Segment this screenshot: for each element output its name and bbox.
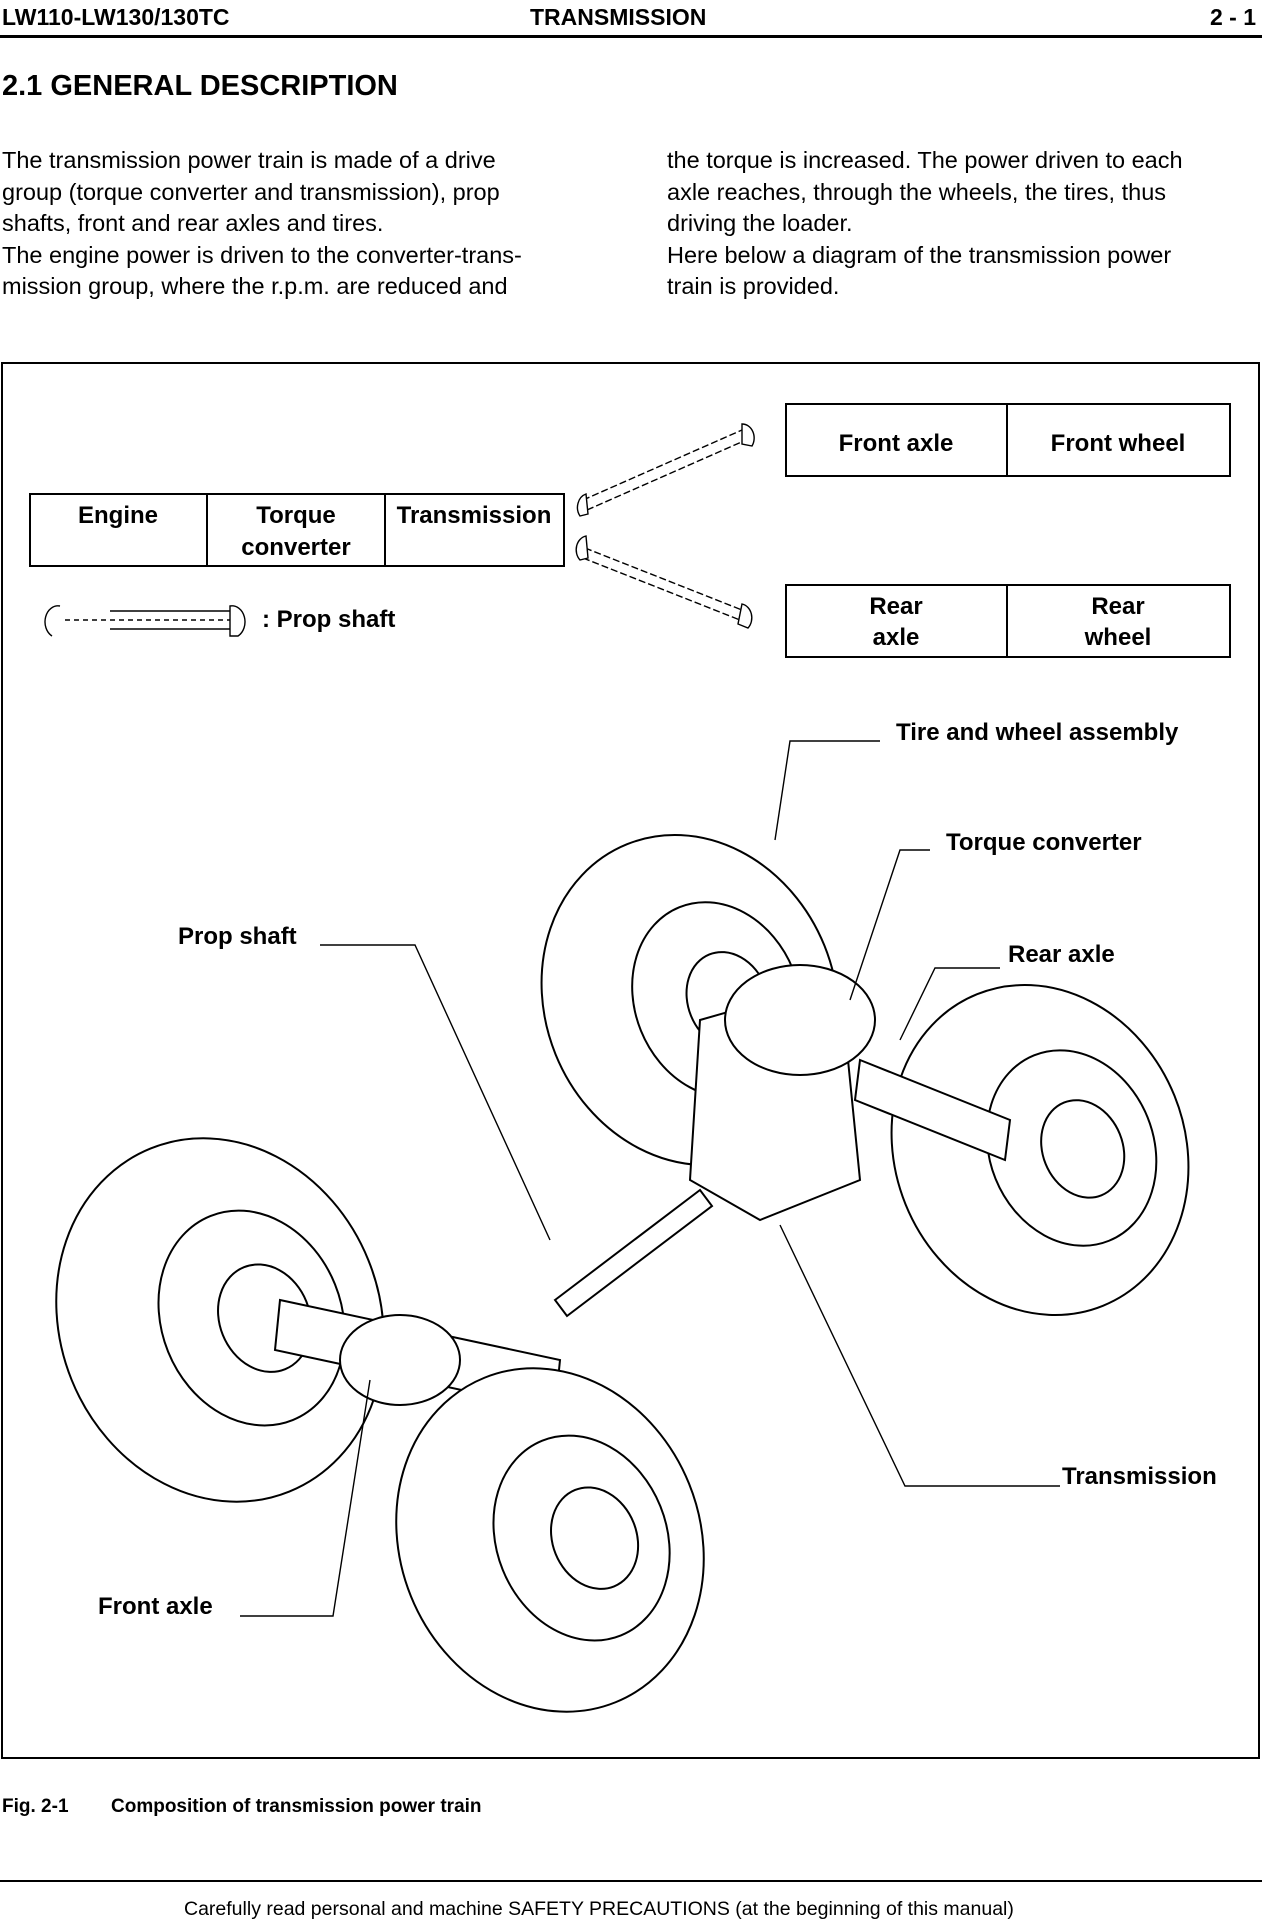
body-line: axle reaches, through the wheels, the ti… (667, 178, 1167, 205)
figure-frame (1, 362, 1260, 1759)
footer-notice: Carefully read personal and machine SAFE… (184, 1898, 1014, 1920)
rear-right-tire (890, 984, 1190, 1316)
callout-rear-axle: Rear axle (1008, 941, 1115, 968)
body-line: Here below a diagram of the transmission… (667, 241, 1172, 268)
front-right-tire (395, 1367, 705, 1713)
rear-group-box (785, 584, 1231, 658)
body-line: driving the loader. (667, 210, 853, 236)
body-line: The engine power is driven to the conver… (2, 241, 522, 268)
figure-number: Fig. 2-1 (2, 1796, 69, 1817)
header-divider (0, 35, 1262, 38)
body-text-right-column: the torque is increased. The power drive… (667, 145, 1247, 303)
header-page-number: 2 - 1 (1209, 4, 1256, 30)
callout-tire-wheel-assembly: Tire and wheel assembly (896, 719, 1179, 746)
header-chapter: TRANSMISSION (530, 4, 707, 30)
prop-shaft (553, 1188, 714, 1318)
callout-torque-converter: Torque converter (946, 829, 1142, 856)
front-axle-box-label: Front axle (839, 430, 954, 457)
body-line: train is provided. (667, 273, 840, 299)
front-group-box (785, 403, 1231, 477)
body-line: the torque is increased. The power drive… (667, 147, 1183, 173)
footer-divider (0, 1880, 1262, 1882)
front-wheel-box-label: Front wheel (1051, 430, 1186, 457)
figure-caption: Composition of transmission power train (111, 1796, 482, 1817)
prop-shaft-arrow-front (576, 423, 755, 517)
prop-shaft-arrow-rear (575, 535, 753, 629)
body-line: The transmission power train is made of … (2, 147, 496, 173)
section-title: 2.1 GENERAL DESCRIPTION (2, 70, 398, 102)
front-left-tire (55, 1137, 385, 1503)
body-line: mission group, where the r.p.m. are redu… (2, 273, 508, 299)
callout-prop-shaft: Prop shaft (178, 923, 297, 950)
transmission-label: Transmission (397, 502, 552, 529)
front-differential (339, 1314, 461, 1406)
callout-transmission: Transmission (1062, 1463, 1217, 1490)
header-model: LW110-LW130/130TC (2, 4, 230, 30)
callout-leaders (240, 740, 1060, 1617)
callout-front-axle: Front axle (98, 1593, 213, 1620)
body-text-left-column: The transmission power train is made of … (2, 145, 582, 303)
prop-shaft-legend-label: : Prop shaft (262, 606, 395, 633)
engine-label: Engine (78, 502, 158, 529)
drive-group-box (29, 493, 565, 567)
torque-converter-housing (724, 964, 876, 1076)
rear-axle-housing (853, 1058, 1012, 1162)
power-train-illustration (55, 834, 1190, 1713)
prop-shaft-legend-symbol (44, 605, 246, 637)
body-line: group (torque converter and transmission… (2, 178, 500, 205)
body-line: shafts, front and rear axles and tires. (2, 210, 384, 236)
